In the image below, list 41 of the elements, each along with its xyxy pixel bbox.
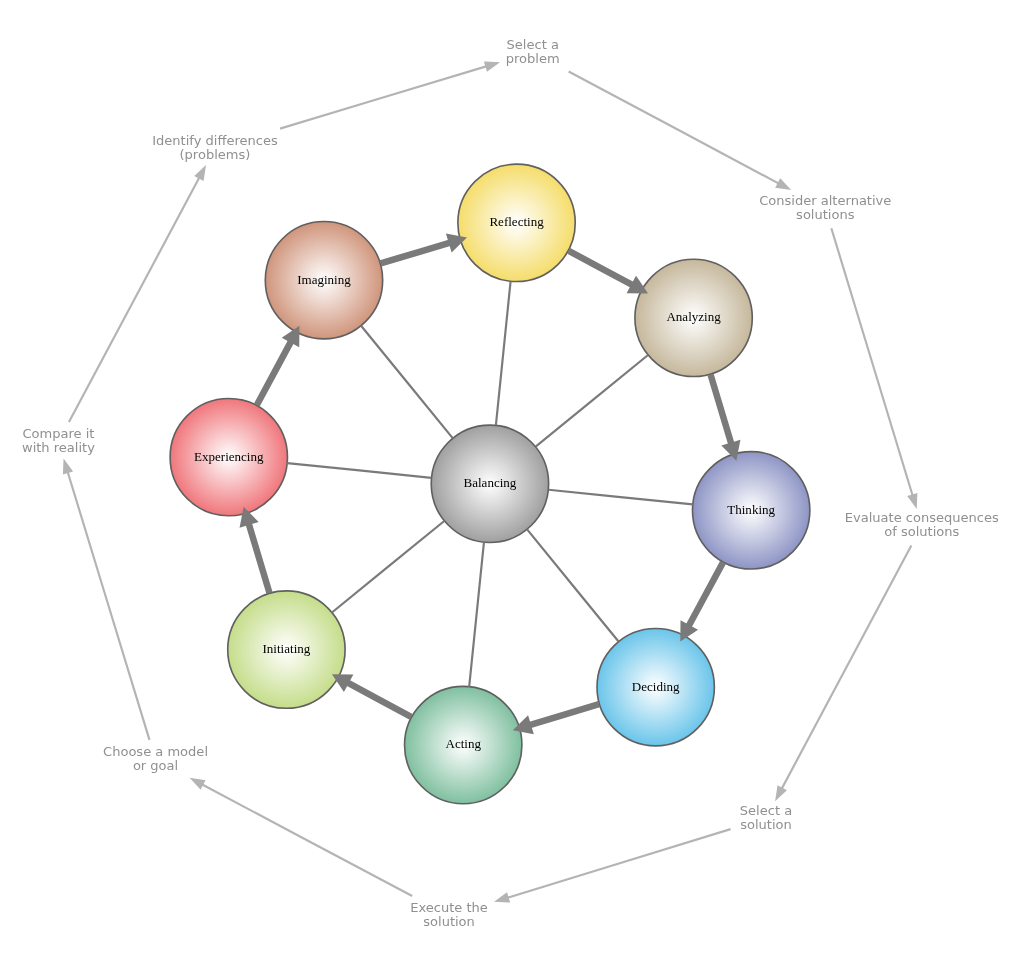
arrow (239, 506, 273, 594)
arrow (706, 373, 740, 461)
arrow (493, 828, 731, 903)
arrow (279, 61, 500, 130)
node-text: Select a solution (739, 802, 792, 832)
connector (494, 281, 512, 426)
node-circle: Balancing (429, 424, 549, 544)
arrow (829, 227, 917, 510)
node-text: Choose a model or goal (102, 744, 208, 774)
node-circle: Deciding (595, 627, 715, 747)
node-circle: Imagining (263, 220, 383, 340)
connector (547, 488, 693, 506)
node-text: Consider alternative solutions (758, 192, 891, 222)
node-circle: Thinking (691, 450, 811, 570)
node-text: Evaluate consequences of solutions (844, 510, 999, 540)
arrow (774, 544, 912, 802)
connector (286, 462, 431, 479)
connector (359, 325, 454, 439)
node-text: Execute the solution (409, 899, 488, 930)
arrow (512, 701, 600, 735)
connector (330, 520, 445, 614)
arrow (679, 560, 726, 642)
node-text: Identify differences (problems) (151, 132, 278, 162)
arrow (331, 674, 413, 720)
arrow (62, 458, 150, 741)
node-circle: Reflecting (456, 163, 576, 283)
node-circle: Experiencing (168, 397, 288, 517)
node-text: Select a problem (505, 36, 560, 66)
node-circle: Analyzing (633, 258, 753, 378)
arrow (189, 777, 413, 898)
arrow (566, 247, 648, 294)
arrow (67, 165, 206, 423)
arrow (253, 325, 299, 407)
node-circle: Initiating (226, 590, 346, 710)
node-text: Compare it with reality (21, 425, 95, 456)
arrow (567, 70, 791, 191)
connector (467, 542, 485, 687)
arrow (379, 233, 467, 267)
node-circle: Acting (403, 685, 523, 805)
connector (534, 354, 649, 448)
connector (525, 528, 619, 642)
